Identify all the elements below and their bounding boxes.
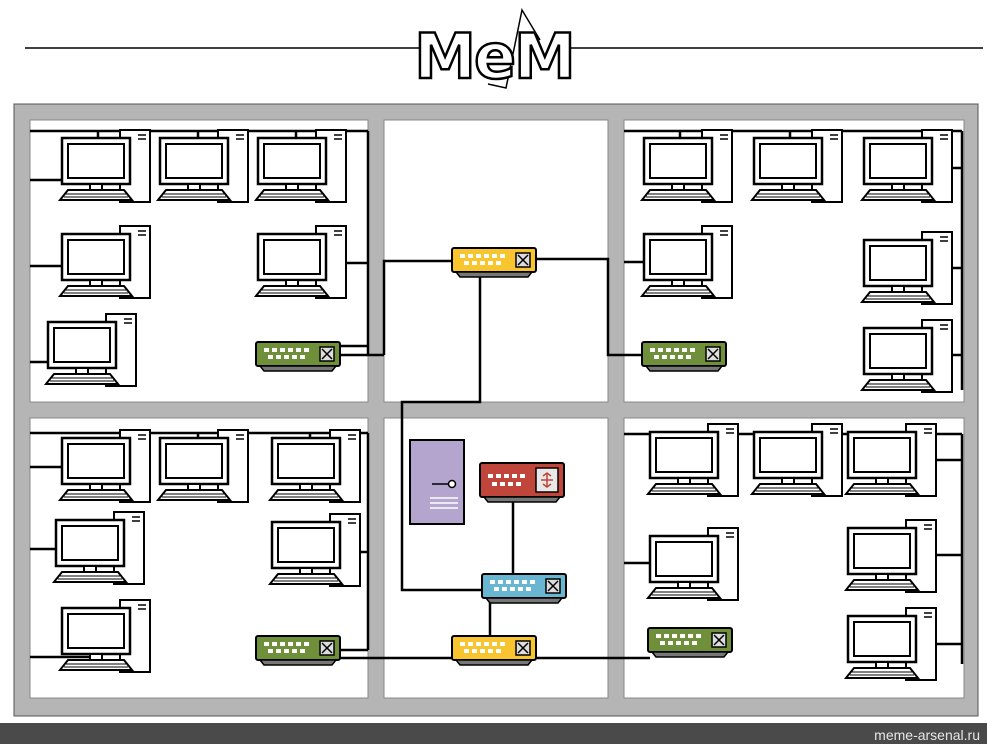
desktop-computer-icon[interactable]	[844, 422, 938, 498]
logo: MeM	[414, 20, 573, 93]
desktop-computer-icon[interactable]	[156, 428, 250, 504]
desktop-computer-icon[interactable]	[844, 518, 938, 594]
desktop-computer-icon[interactable]	[844, 606, 938, 682]
desktop-computer-icon[interactable]	[860, 230, 954, 306]
desktop-computer-icon[interactable]	[58, 224, 152, 300]
logo-decoration	[487, 7, 541, 89]
desktop-computer-icon[interactable]	[58, 598, 152, 674]
desktop-computer-icon[interactable]	[52, 510, 146, 586]
desktop-computer-icon[interactable]	[860, 128, 954, 204]
desktop-computer-icon[interactable]	[268, 428, 362, 504]
desktop-computer-icon[interactable]	[750, 128, 844, 204]
desktop-computer-icon[interactable]	[860, 318, 954, 394]
desktop-computer-icon[interactable]	[58, 428, 152, 504]
desktop-computer-icon[interactable]	[58, 128, 152, 204]
desktop-computer-icon[interactable]	[254, 128, 348, 204]
desktop-computer-icon[interactable]	[268, 512, 362, 588]
desktop-computer-icon[interactable]	[254, 224, 348, 300]
network-switch-icon[interactable]	[647, 627, 733, 658]
network-switch-icon[interactable]	[255, 635, 341, 666]
network-switch-icon[interactable]	[641, 341, 727, 372]
server-icon[interactable]	[409, 439, 465, 525]
watermark-label: meme-arsenal.ru	[874, 727, 980, 743]
network-switch-icon[interactable]	[451, 247, 537, 278]
footer: meme-arsenal.ru	[0, 723, 987, 744]
header: MeM	[25, 7, 983, 94]
router-icon[interactable]	[479, 462, 565, 503]
desktop-computer-icon[interactable]	[750, 422, 844, 498]
desktop-computer-icon[interactable]	[156, 128, 250, 204]
desktop-computer-icon[interactable]	[646, 422, 740, 498]
network-switch-icon[interactable]	[481, 573, 567, 604]
desktop-computer-icon[interactable]	[640, 224, 734, 300]
desktop-computer-icon[interactable]	[640, 128, 734, 204]
desktop-computer-icon[interactable]	[44, 312, 138, 388]
network-switch-icon[interactable]	[451, 635, 537, 666]
network-switch-icon[interactable]	[255, 341, 341, 372]
desktop-computer-icon[interactable]	[646, 526, 740, 602]
